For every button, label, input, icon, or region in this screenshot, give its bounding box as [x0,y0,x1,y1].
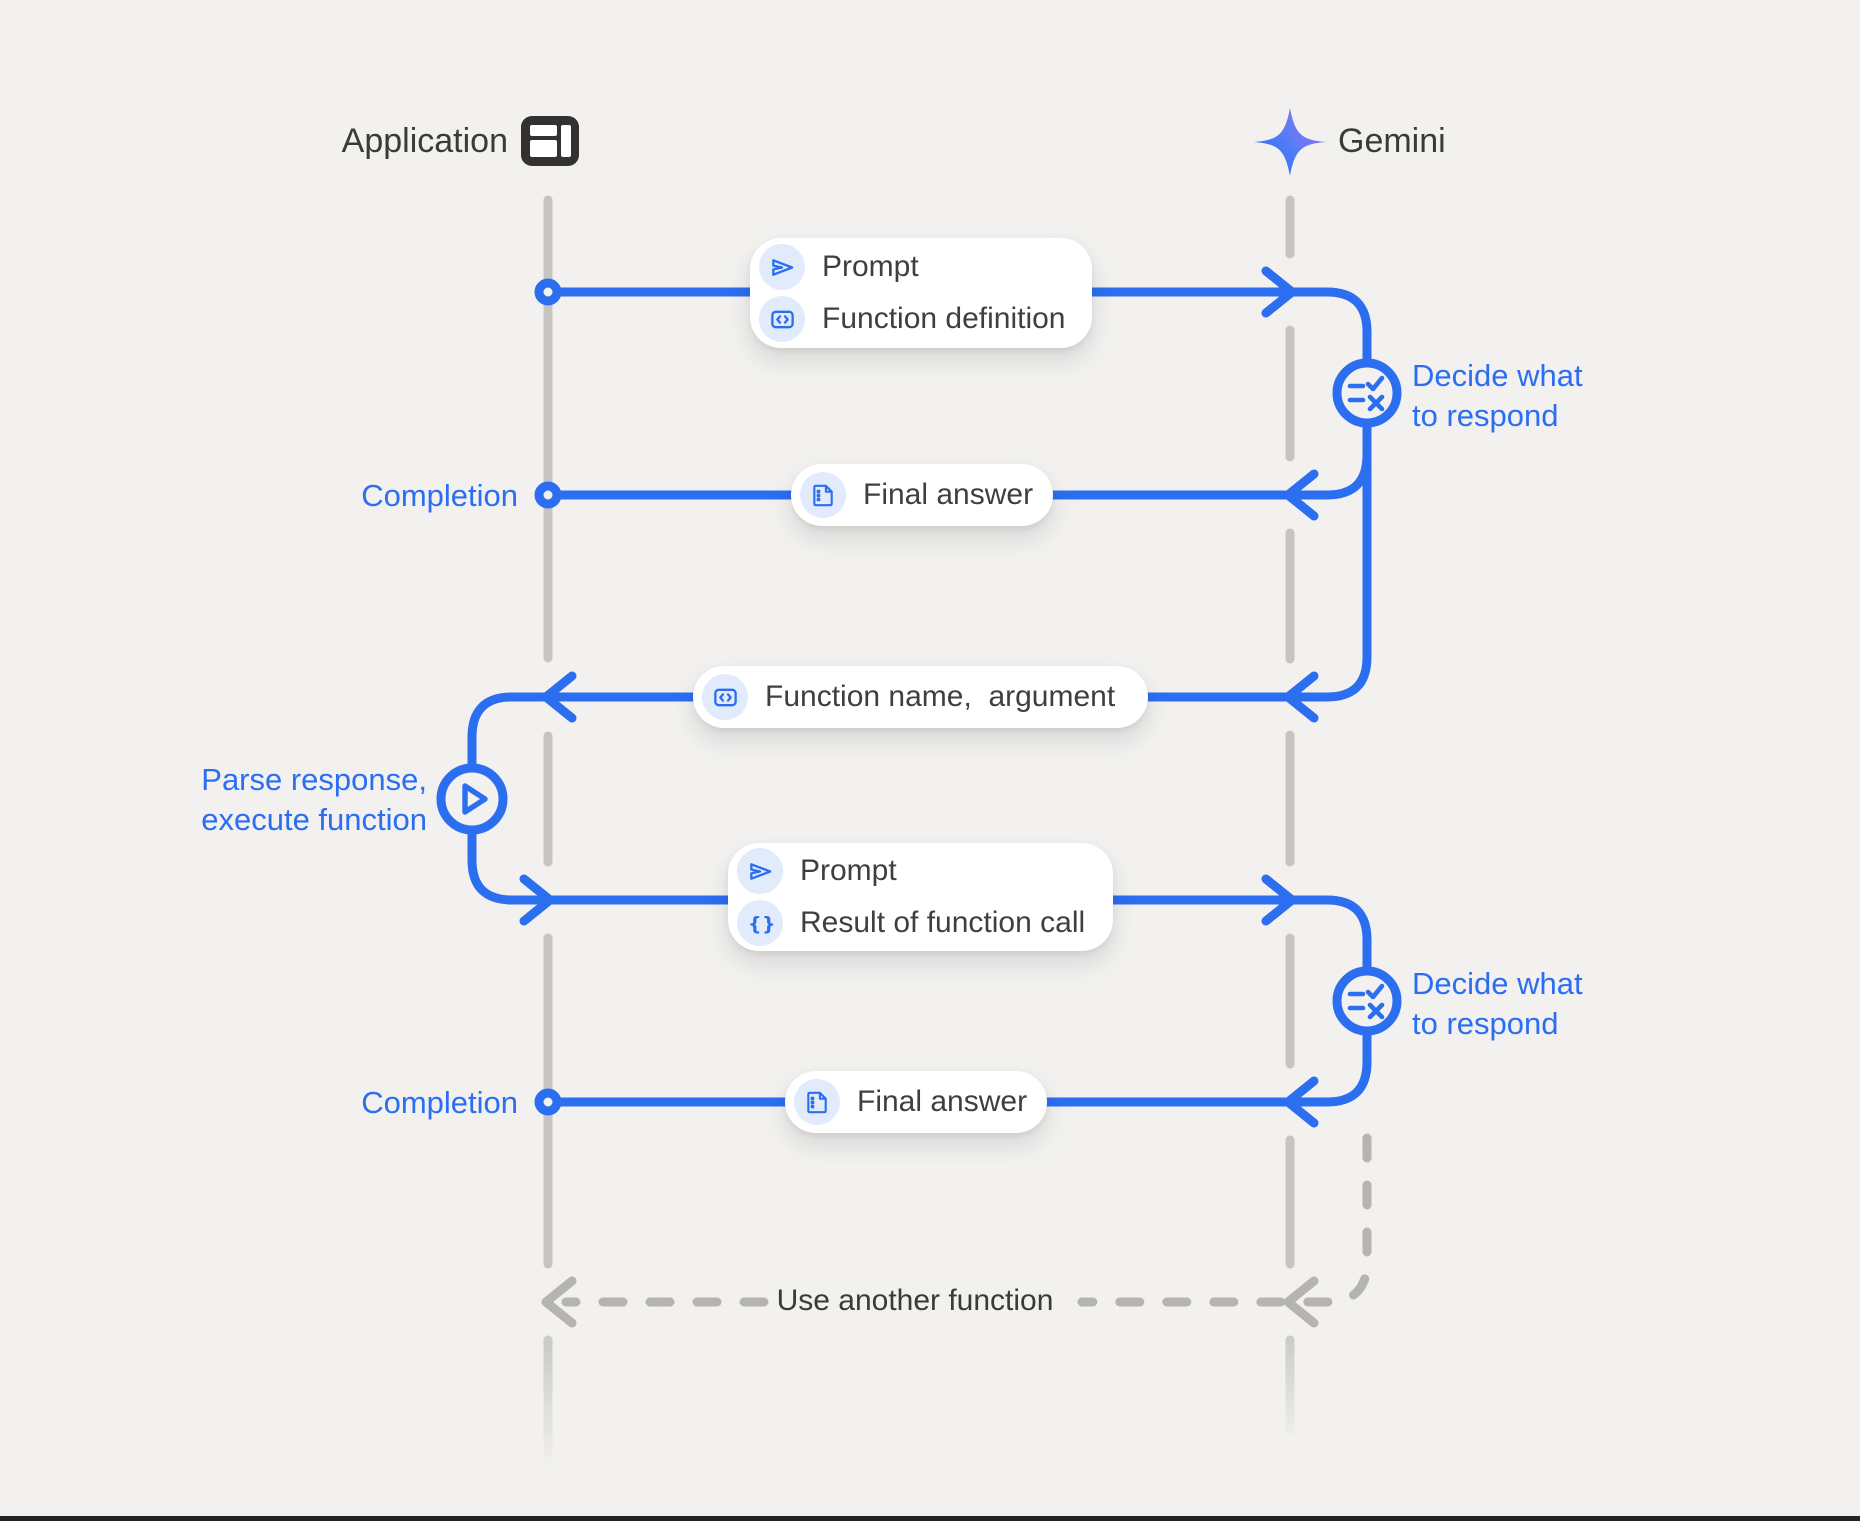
message-row: { } Result of function call [737,899,1113,946]
completion-ring-2 [534,1088,562,1116]
message-label: Final answer [863,478,1034,511]
decide-icon-1 [1347,375,1385,412]
arrowhead-prompt2-into-gemini [1261,874,1297,926]
message-row: Function definition [759,296,1092,342]
code-icon [702,674,748,720]
message-box-function-name-argument: Function name, argument [693,666,1148,728]
flow-parse-loop [467,692,733,905]
arrowhead-prompt2-from-application [519,874,555,926]
message-box-prompt-result: Prompt { } Result of function call [728,843,1113,951]
message-label: Prompt [800,854,897,888]
arrowhead-final-answer2-from-gemini [1283,1076,1319,1128]
decide-circle-1 [1332,358,1402,428]
flow-final-answer1-branch [1048,450,1372,500]
document-icon [794,1079,840,1125]
arrowhead-final-answer1-from-gemini [1283,469,1319,521]
arrowhead-dashed-into-application [541,1276,577,1328]
app-window-icon [521,116,579,166]
svg-text:{: { [748,913,762,935]
message-label: Function definition [822,302,1066,335]
send-icon [759,244,805,290]
message-row: Final answer [800,472,1053,518]
arrowhead-function-call-from-gemini [1283,671,1319,723]
message-row: Prompt [759,244,1092,290]
annotation-parse-execute: Parse response, execute function [201,762,427,837]
gemini-title: Gemini [1338,122,1446,160]
annotation-decide-2: Decide what to respond [1412,966,1583,1041]
code-icon [759,296,805,342]
flow-prompt1-right-and-decide1 [1087,287,1372,702]
document-icon [800,472,846,518]
message-label: Result of function call [800,905,1086,939]
arrowhead-prompt1-into-gemini [1261,266,1297,318]
annotation-completion-1: Completion [361,478,518,513]
message-box-final-answer-2: Final answer [785,1071,1047,1133]
arrowhead-dashed-at-gemini [1283,1276,1319,1328]
application-title: Application [341,122,508,160]
decide-circle-2 [1332,966,1402,1036]
play-icon [462,783,488,815]
decide-icon-2 [1347,983,1385,1020]
message-row: Final answer [794,1079,1047,1125]
gemini-star-icon [1254,108,1326,176]
message-box-prompt-function-definition: Prompt Function definition [750,238,1092,348]
message-label: Function name, argument [765,680,1116,713]
annotation-completion-2: Completion [361,1085,518,1120]
start-ring-prompt1 [534,278,562,306]
message-box-final-answer-1: Final answer [791,464,1053,526]
message-row: Prompt [737,848,1113,895]
dashed-return-right [1077,1133,1372,1307]
play-circle [436,763,508,835]
send-icon [737,848,783,895]
message-row: Function name, argument [702,674,1148,720]
bottom-edge-bar [0,1516,1860,1521]
svg-text:}: } [762,913,774,935]
annotation-decide-1: Decide what to respond [1412,358,1583,433]
completion-ring-1 [534,481,562,509]
message-label: Prompt [822,250,919,283]
braces-icon: { } [737,899,783,946]
annotation-use-another-function: Use another function [776,1284,1054,1317]
arrowhead-function-call-into-application [541,671,577,723]
message-label: Final answer [857,1085,1028,1118]
